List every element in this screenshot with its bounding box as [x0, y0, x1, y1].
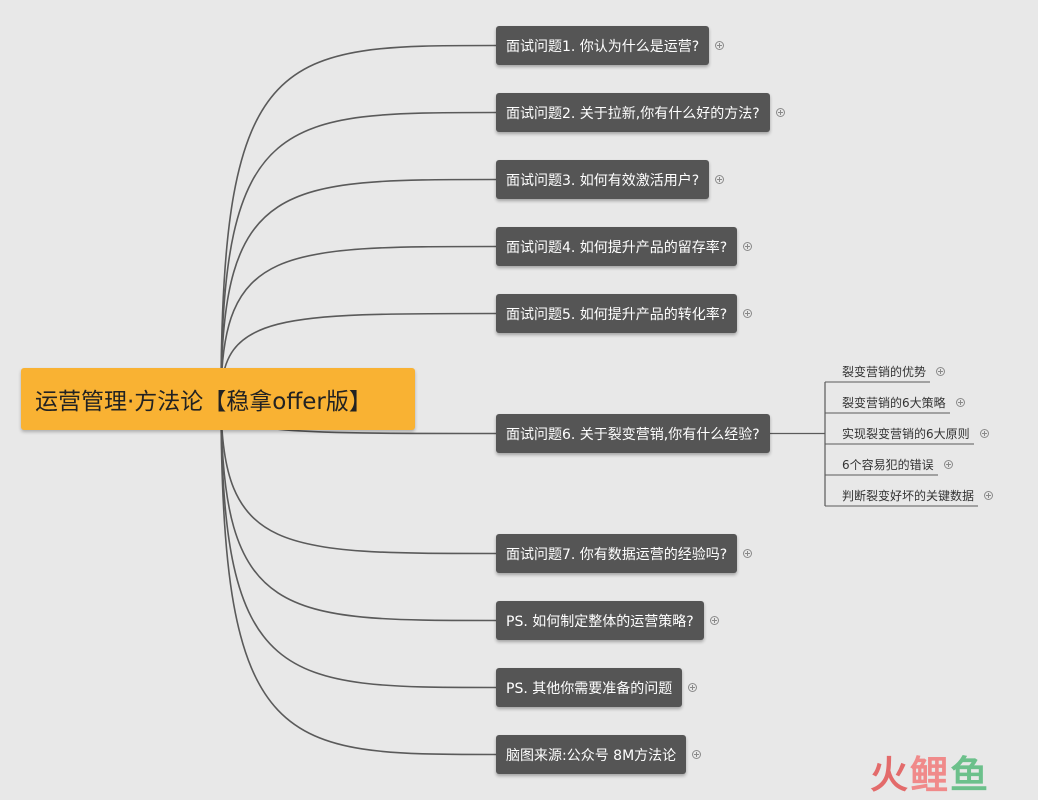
topic-question-5[interactable]: 面试问题5. 如何提升产品的转化率?: [496, 294, 738, 333]
connector-line: [220, 44, 497, 400]
topic-label: 面试问题6. 关于裂变营销,你有什么经验?: [506, 426, 760, 443]
topic-label: PS. 如何制定整体的运营策略?: [506, 613, 694, 630]
root-topic[interactable]: 运营管理·方法论【稳拿offer版】: [21, 368, 415, 430]
topic-label: 面试问题4. 如何提升产品的留存率?: [506, 239, 728, 256]
expand-plus-icon[interactable]: [692, 749, 701, 759]
topic-question-3[interactable]: 面试问题3. 如何有效激活用户?: [496, 160, 710, 199]
topic-label: 面试问题2. 关于拉新,你有什么好的方法?: [506, 105, 760, 122]
topic-question-6[interactable]: 面试问题6. 关于裂变营销,你有什么经验?: [496, 414, 770, 453]
connector-line: [220, 398, 497, 689]
subtopic-label: 裂变营销的6大策略: [842, 396, 946, 410]
expand-plus-icon[interactable]: [743, 548, 752, 558]
topic-question-1[interactable]: 面试问题1. 你认为什么是运营?: [496, 26, 710, 65]
expand-plus-icon[interactable]: [710, 615, 719, 625]
connector-line: [220, 398, 497, 756]
subtopic-advantages[interactable]: 裂变营销的优势: [842, 364, 926, 382]
root-topic-label: 运营管理·方法论【稳拿offer版】: [35, 389, 372, 415]
brand-watermark-logo: 火鲤鱼: [870, 752, 1020, 798]
expand-plus-icon[interactable]: [944, 460, 953, 469]
topic-label: 面试问题3. 如何有效激活用户?: [506, 172, 700, 189]
subtopic-principles[interactable]: 实现裂变营销的6大原则: [842, 426, 970, 444]
connector-line: [220, 398, 497, 622]
expand-plus-icon[interactable]: [715, 174, 724, 184]
subtopic-strategies[interactable]: 裂变营销的6大策略: [842, 395, 946, 413]
expand-plus-icon[interactable]: [688, 682, 697, 692]
expand-plus-icon[interactable]: [984, 491, 993, 500]
topic-ps-other[interactable]: PS. 其他你需要准备的问题: [496, 668, 683, 707]
subtopic-label: 6个容易犯的错误: [842, 458, 934, 472]
subtopic-mistakes[interactable]: 6个容易犯的错误: [842, 457, 934, 475]
connector-line: [220, 111, 497, 400]
expand-plus-icon[interactable]: [715, 40, 724, 50]
topic-label: PS. 其他你需要准备的问题: [506, 680, 673, 697]
topic-label: 脑图来源:公众号 8M方法论: [506, 747, 677, 764]
connector-line: [220, 245, 497, 400]
watermark-char: 鱼: [950, 753, 991, 797]
expand-plus-icon[interactable]: [776, 107, 785, 117]
topic-source[interactable]: 脑图来源:公众号 8M方法论: [496, 735, 687, 774]
subtopic-key-data[interactable]: 判断裂变好坏的关键数据: [842, 488, 974, 506]
subtopic-label: 实现裂变营销的6大原则: [842, 427, 970, 441]
topic-label: 面试问题7. 你有数据运营的经验吗?: [506, 546, 728, 563]
topic-question-4[interactable]: 面试问题4. 如何提升产品的留存率?: [496, 227, 738, 266]
watermark-char: 鲤: [910, 753, 951, 797]
topic-ps-strategy[interactable]: PS. 如何制定整体的运营策略?: [496, 601, 704, 640]
subtopic-label: 判断裂变好坏的关键数据: [842, 489, 975, 503]
connector-line: [220, 398, 497, 555]
expand-plus-icon[interactable]: [743, 241, 752, 251]
topic-question-7[interactable]: 面试问题7. 你有数据运营的经验吗?: [496, 534, 738, 573]
watermark-char: 火: [870, 753, 911, 797]
expand-plus-icon[interactable]: [956, 398, 965, 407]
topic-label: 面试问题5. 如何提升产品的转化率?: [506, 306, 728, 323]
expand-plus-icon[interactable]: [980, 429, 989, 438]
topic-question-2[interactable]: 面试问题2. 关于拉新,你有什么好的方法?: [496, 93, 770, 132]
expand-plus-icon[interactable]: [743, 308, 752, 318]
subtopic-label: 裂变营销的优势: [842, 365, 927, 379]
expand-plus-icon[interactable]: [936, 367, 945, 376]
topic-label: 面试问题1. 你认为什么是运营?: [506, 38, 700, 55]
connector-line: [220, 178, 497, 400]
